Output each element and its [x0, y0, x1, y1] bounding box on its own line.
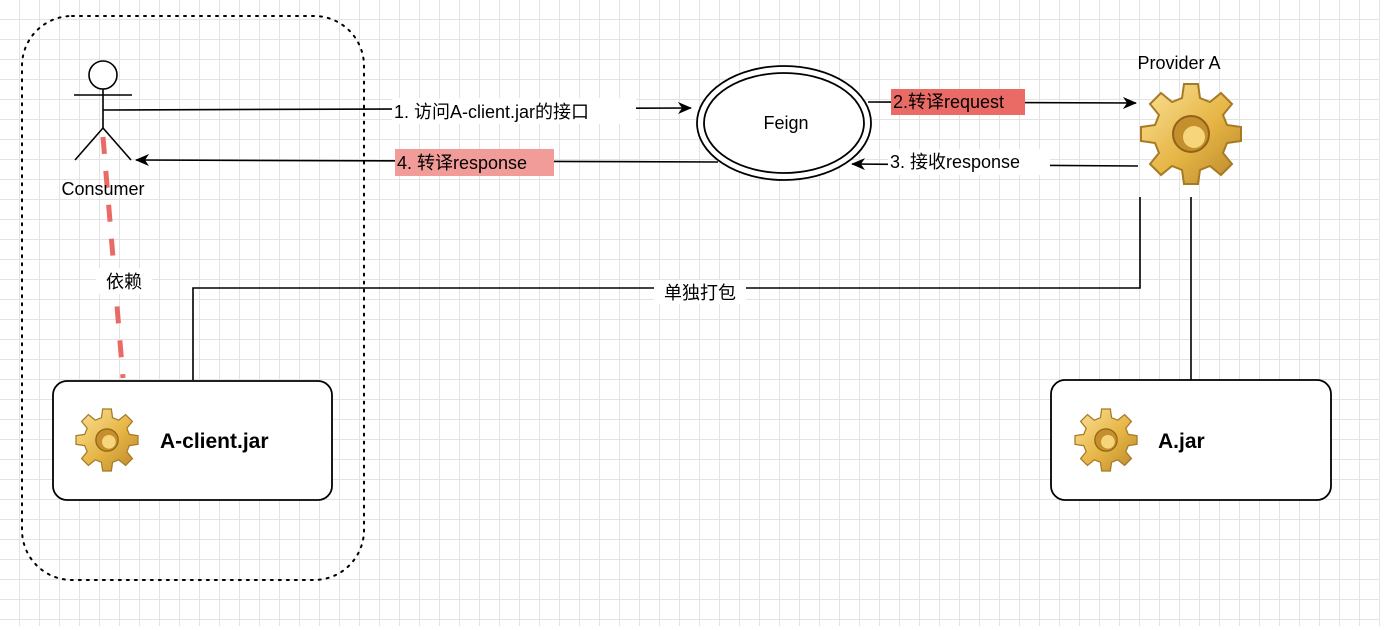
consumer-group-boundary [21, 15, 365, 581]
step1-label: 1. 访问A-client.jar的接口 [394, 102, 589, 122]
step3-label: 3. 接收response [890, 152, 1020, 172]
client-jar-gear-icon [75, 408, 139, 472]
dependency-connector[interactable] [100, 136, 126, 379]
provider-label: Provider A [1137, 53, 1220, 73]
step4-label-highlight [395, 149, 554, 176]
package-label: 单独打包 [664, 283, 736, 303]
step3-label-bg [888, 149, 1050, 175]
step2-label: 2.转译request [893, 92, 1004, 112]
feign-node[interactable] [696, 65, 872, 181]
depends-label-bg [96, 268, 152, 294]
step4-label: 4. 转译response [397, 153, 527, 173]
consumer-actor-icon[interactable] [74, 60, 132, 161]
consumer-label: Consumer [61, 179, 144, 199]
feign-label: Feign [763, 113, 808, 133]
step2-label-highlight [891, 89, 1025, 115]
provider-gear-icon[interactable] [1140, 83, 1242, 185]
a-jar-label: A.jar [1158, 430, 1205, 453]
a-jar-node[interactable] [1050, 379, 1332, 501]
step1-label-bg [392, 98, 636, 124]
depends-label: 依赖 [106, 272, 142, 292]
client-jar-label: A-client.jar [160, 430, 269, 453]
client-jar-node[interactable] [52, 380, 333, 501]
package-label-bg [654, 280, 746, 304]
a-jar-gear-icon [1074, 408, 1138, 472]
